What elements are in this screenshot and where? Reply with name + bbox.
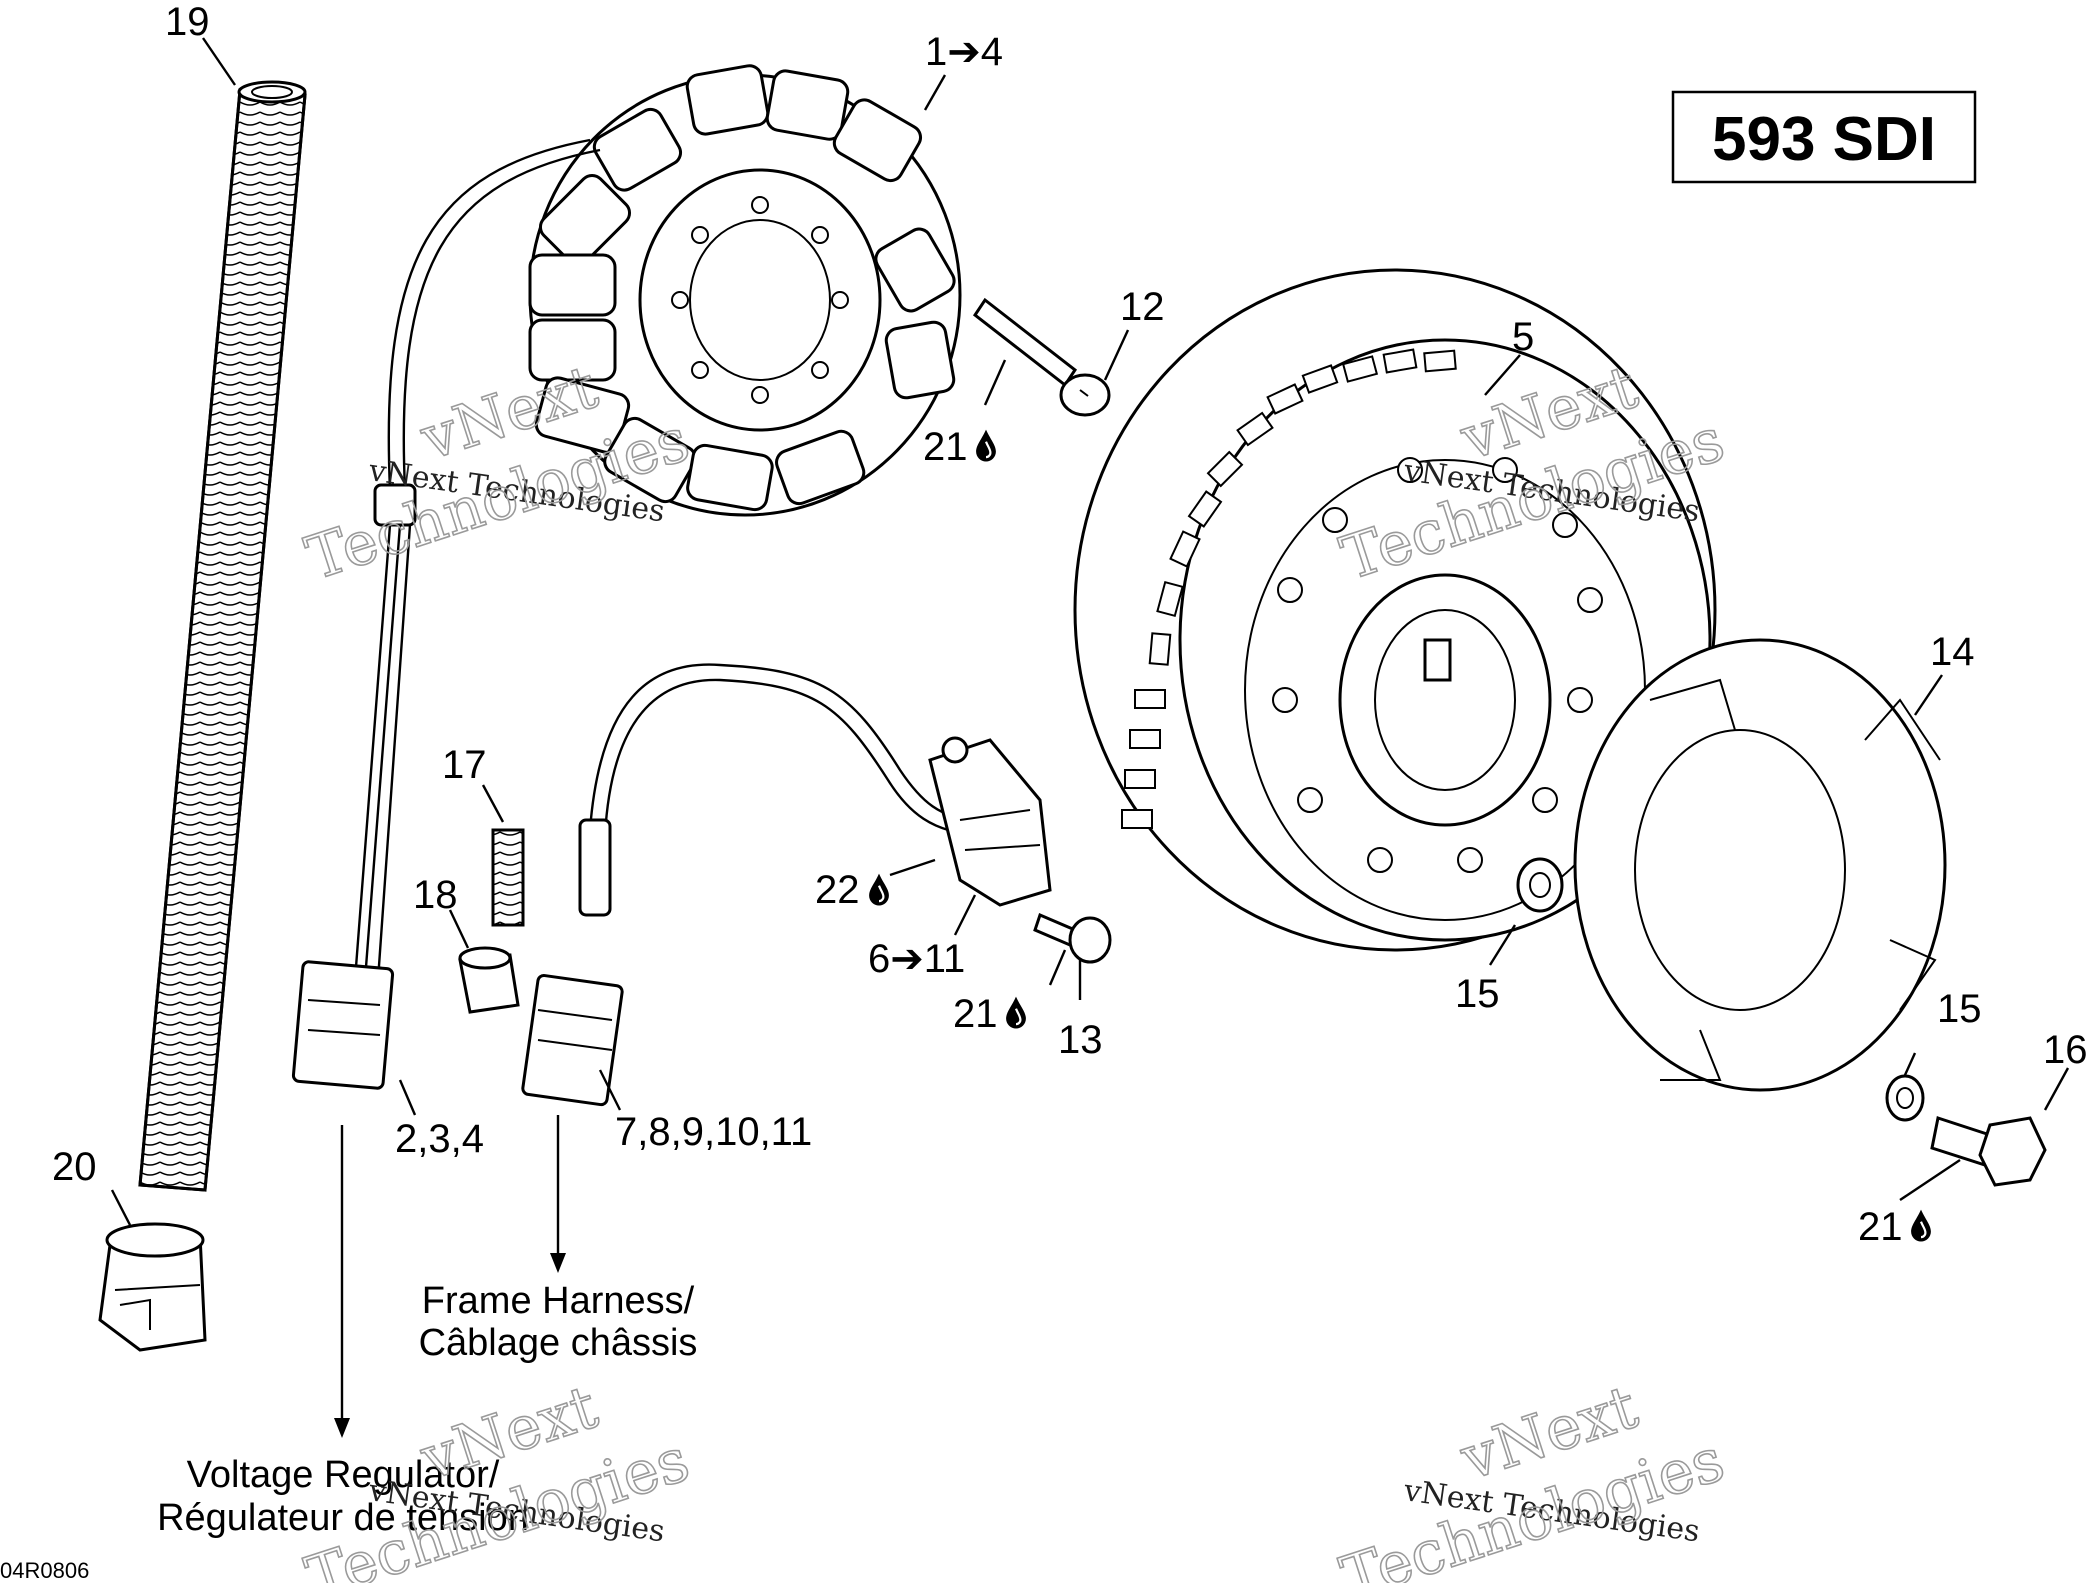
voltage-regulator-line1: Voltage Regulator/ <box>187 1454 500 1496</box>
callout-1-4: 1➔4 <box>925 30 1003 74</box>
callout-22: 22 <box>815 868 860 912</box>
leader-lines <box>110 37 2070 1438</box>
screw-part-13 <box>1033 912 1112 964</box>
model-badge-text: 593 SDI <box>1712 105 1936 174</box>
model-badge: 593 SDI <box>1671 90 1977 184</box>
oil-drop-icon <box>975 428 997 462</box>
callout-7-11: 7,8,9,10,11 <box>615 1110 812 1154</box>
callout-21-c: 21 <box>1858 1205 1903 1249</box>
callout-5: 5 <box>1512 315 1534 359</box>
stator-part-1-4 <box>291 64 962 1090</box>
callout-15-b: 15 <box>1937 987 1982 1031</box>
oil-drop-icon <box>1005 995 1027 1029</box>
clip-part-20 <box>98 1222 207 1352</box>
callout-17: 17 <box>442 743 487 787</box>
clip-part-18 <box>458 946 520 1014</box>
callout-labels: 19 1➔4 12 21 5 14 17 18 22 6➔11 21 13 15… <box>52 0 2087 1249</box>
trigger-coil-part-6-11 <box>521 663 1052 1107</box>
washer-part-15b <box>1885 1074 1925 1122</box>
flywheel-part-5 <box>1073 268 1717 952</box>
callout-18: 18 <box>413 873 458 917</box>
voltage-regulator-line2: Régulateur de tension <box>157 1497 529 1539</box>
washer-part-15a <box>1516 857 1564 913</box>
frame-harness-line1: Frame Harness/ <box>422 1280 695 1322</box>
oil-drop-icon <box>868 872 890 906</box>
callout-15-a: 15 <box>1455 972 1500 1016</box>
callout-16: 16 <box>2043 1028 2087 1072</box>
callout-6-11: 6➔11 <box>868 937 965 981</box>
callout-2-3-4: 2,3,4 <box>395 1117 484 1161</box>
figure-code: 04R0806 <box>0 1558 89 1583</box>
bolt-part-16 <box>1930 1116 2047 1187</box>
oil-drop-icon <box>1910 1208 1932 1242</box>
spring-part-17 <box>491 828 525 927</box>
bolt-part-12 <box>972 297 1111 417</box>
cover-part-14 <box>1573 638 1947 1092</box>
conduit-part-19 <box>138 80 307 1192</box>
callout-19: 19 <box>165 0 210 44</box>
callout-21-b: 21 <box>953 992 998 1036</box>
callout-20: 20 <box>52 1145 97 1189</box>
callout-14: 14 <box>1930 630 1975 674</box>
destination-notes: Frame Harness/ Câblage châssis Voltage R… <box>157 1280 697 1539</box>
callout-13: 13 <box>1058 1018 1103 1062</box>
callout-21-a: 21 <box>923 425 968 469</box>
callout-12: 12 <box>1120 285 1165 329</box>
frame-harness-line2: Câblage châssis <box>419 1322 698 1364</box>
